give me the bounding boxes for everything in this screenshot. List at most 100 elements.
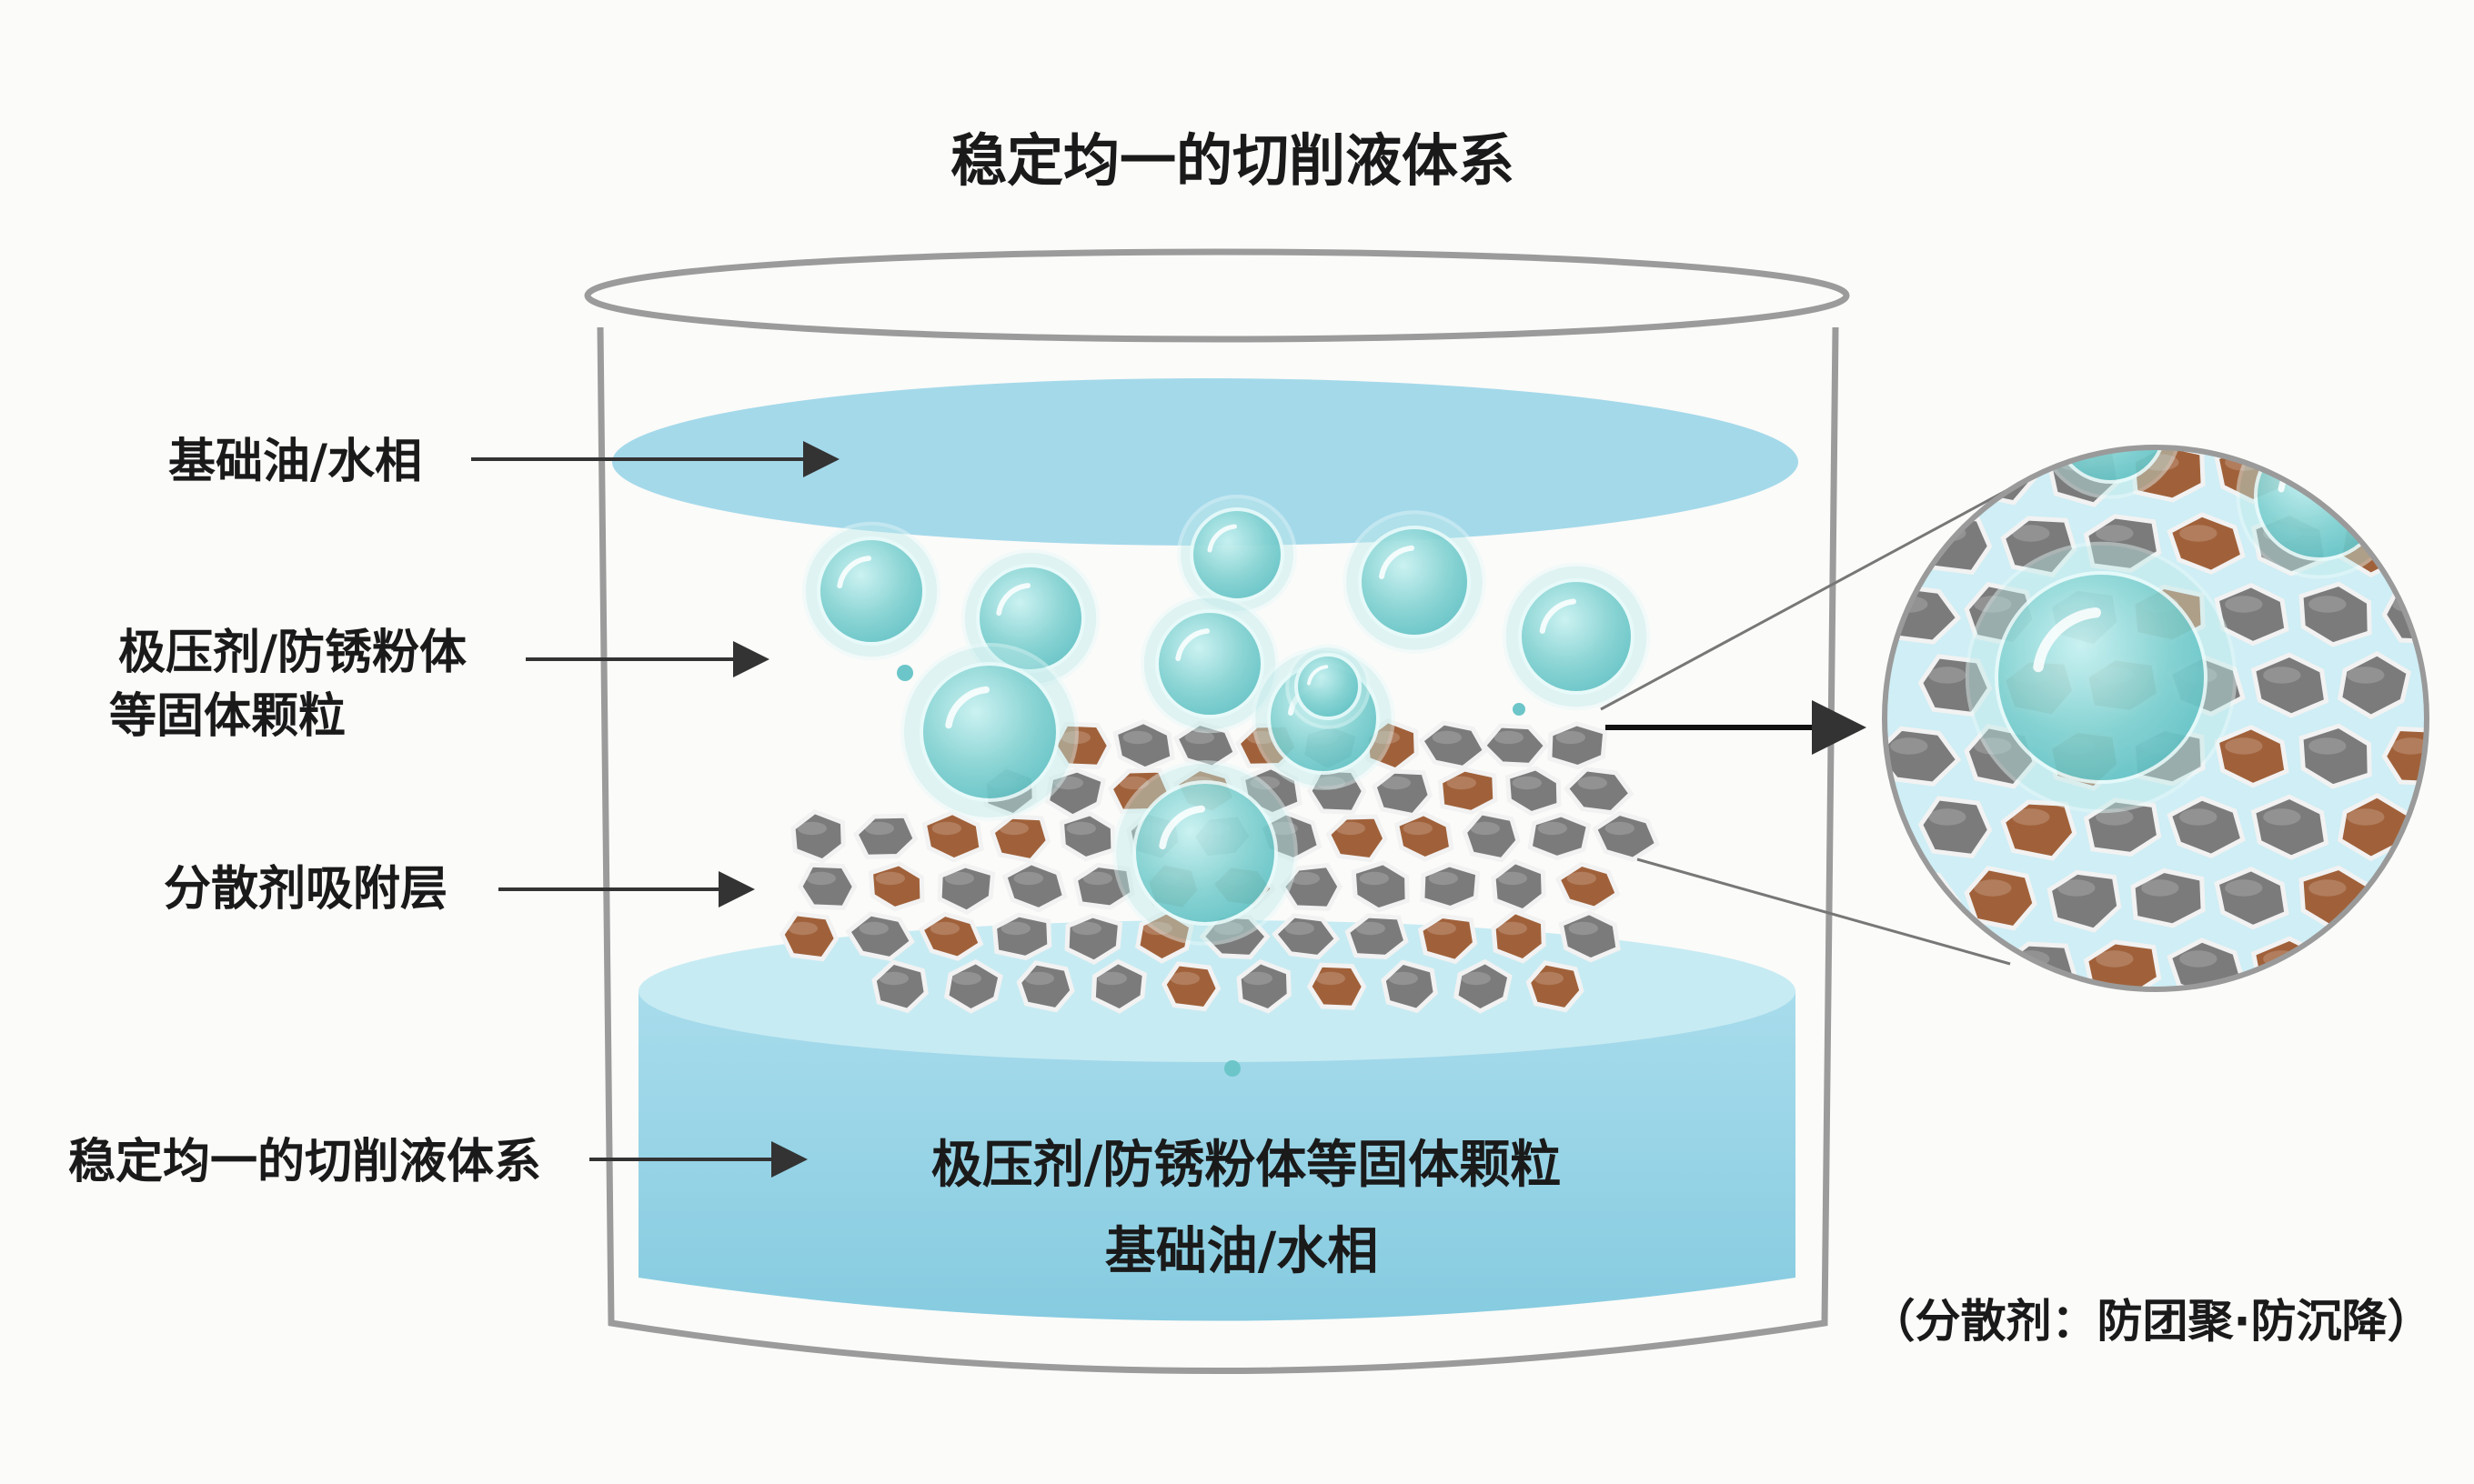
pile-particle [868, 861, 925, 912]
pile-particle-highlight [1446, 776, 1477, 790]
pile-particle [1172, 720, 1239, 770]
pile-particle [1199, 913, 1271, 959]
pile-particle [937, 863, 996, 915]
pile-particle-highlight [1461, 971, 1492, 986]
zoom-particle [2000, 799, 2077, 861]
diagram-title: 稳定均一的切削液体系 [950, 127, 1514, 194]
pile-particle-highlight [1213, 921, 1244, 936]
label-adsorption-layer: 分散剂吸附层 [164, 862, 448, 917]
droplet [1513, 703, 1525, 716]
zoom-particle-highlight [1890, 879, 1928, 897]
zoom-particle-highlight [1890, 737, 1928, 755]
pile-particle-highlight [1566, 871, 1597, 886]
zoom-particle-highlight [2392, 879, 2427, 897]
pile-particle-highlight [1250, 776, 1281, 790]
zoom-particle [2250, 652, 2329, 718]
pile-particle-highlight [1268, 821, 1299, 836]
pile-particle-highlight [1428, 871, 1459, 886]
dispersant-note: （分散剂：防团聚·防沉降） [1870, 1295, 2433, 1348]
pile-particle-highlight [1493, 730, 1524, 745]
pile-particle [1372, 768, 1433, 818]
bubble-shine [1175, 628, 1210, 662]
pile-particle [1272, 913, 1341, 960]
pile-particle [1554, 861, 1621, 911]
pile-particle [1437, 767, 1498, 816]
label-oil-water: 基础油/水相 [168, 435, 422, 489]
beaker [584, 248, 1850, 1374]
label-particles-line1: 极压剂/防锈粉体 [118, 626, 467, 680]
zoom-particle-highlight [2179, 808, 2218, 826]
pile-particle-highlight [1537, 821, 1568, 836]
zoom-particle-highlight [1890, 454, 1928, 471]
pile-particle-highlight [797, 821, 827, 836]
zoom-bubble [2054, 447, 2167, 484]
pile-particle-highlight [1315, 971, 1346, 986]
bubble [1518, 578, 1634, 695]
pile-particle-highlight [1122, 730, 1153, 745]
pile-particle-highlight [1082, 871, 1113, 886]
pile-particle [1344, 913, 1409, 959]
bubble-shine [1379, 545, 1414, 579]
pile-particle [1072, 862, 1135, 910]
pile-particle-highlight [1426, 921, 1457, 936]
zoom-particle-highlight [2179, 525, 2218, 542]
zoom-particle-highlight [2057, 879, 2096, 897]
pile-particle-highlight [1013, 871, 1044, 886]
pile-particle [871, 959, 929, 1014]
zoom-particle-highlight [1928, 808, 1966, 826]
beaker-text-oil-phase: 基础油/水相 [1105, 1222, 1378, 1281]
droplet [897, 665, 913, 681]
pile-particle-highlight [806, 871, 836, 886]
zoom-particle-highlight [2225, 596, 2263, 613]
zoom-particle [2298, 581, 2372, 647]
pile-particle [1162, 961, 1222, 1012]
pile-particle-highlight [1097, 971, 1128, 986]
oil-water-layer [612, 378, 1798, 546]
zoom-bubble [1995, 571, 2207, 784]
zoom-particle [2167, 512, 2246, 576]
pile-particle-highlight [1534, 971, 1564, 986]
zoom-bubble-shine [2033, 607, 2101, 673]
pile-particle-highlight [879, 971, 909, 986]
label-particles-line2: 等固体颗粒 [109, 689, 346, 744]
pile-particle [797, 862, 858, 910]
pile-particle-highlight [1555, 730, 1586, 745]
pile-particle-highlight [1071, 921, 1102, 936]
pile-particle-highlight [788, 921, 818, 936]
zoom-particle-highlight [2096, 808, 2134, 826]
pile-particle-highlight [1388, 971, 1419, 986]
pile-particle [1393, 810, 1454, 862]
zoom-particle [1964, 865, 2037, 931]
pile-particle-highlight [931, 821, 962, 836]
bubble-shine [996, 583, 1031, 617]
pile-particle [1558, 909, 1621, 963]
pile-particle [1547, 721, 1608, 770]
zoom-inset [1882, 445, 2429, 992]
bubble [920, 662, 1060, 802]
zoom-particle [2083, 514, 2162, 573]
zoom-particle [1885, 447, 1962, 503]
zoom-particle-highlight [2225, 879, 2263, 897]
bubble [1190, 507, 1284, 602]
bubble [817, 536, 926, 646]
zoom-particle-highlight [2012, 525, 2050, 542]
bubble-shine [945, 686, 990, 729]
zoom-particle-highlight [2392, 737, 2427, 755]
pile-particle [790, 808, 846, 864]
zoom-particle [2000, 516, 2077, 577]
zoom-particle-highlight [2308, 454, 2347, 471]
pile-particle [1112, 718, 1175, 772]
pile-particle-highlight [1053, 776, 1084, 790]
zoom-particle-highlight [2012, 808, 2050, 826]
pile-particle-highlight [1066, 821, 1097, 836]
bubble [1155, 609, 1264, 718]
pile-particle [1504, 766, 1562, 817]
pile-particle [1418, 720, 1488, 771]
bubble-group [801, 495, 1651, 1077]
pile-particle [845, 911, 915, 962]
beaker-text-particles: 极压剂/防锈粉体等固体颗粒 [931, 1136, 1561, 1195]
pile-particle-highlight [930, 921, 960, 936]
zoom-particle-highlight [2263, 808, 2301, 826]
bubble [1132, 780, 1278, 926]
